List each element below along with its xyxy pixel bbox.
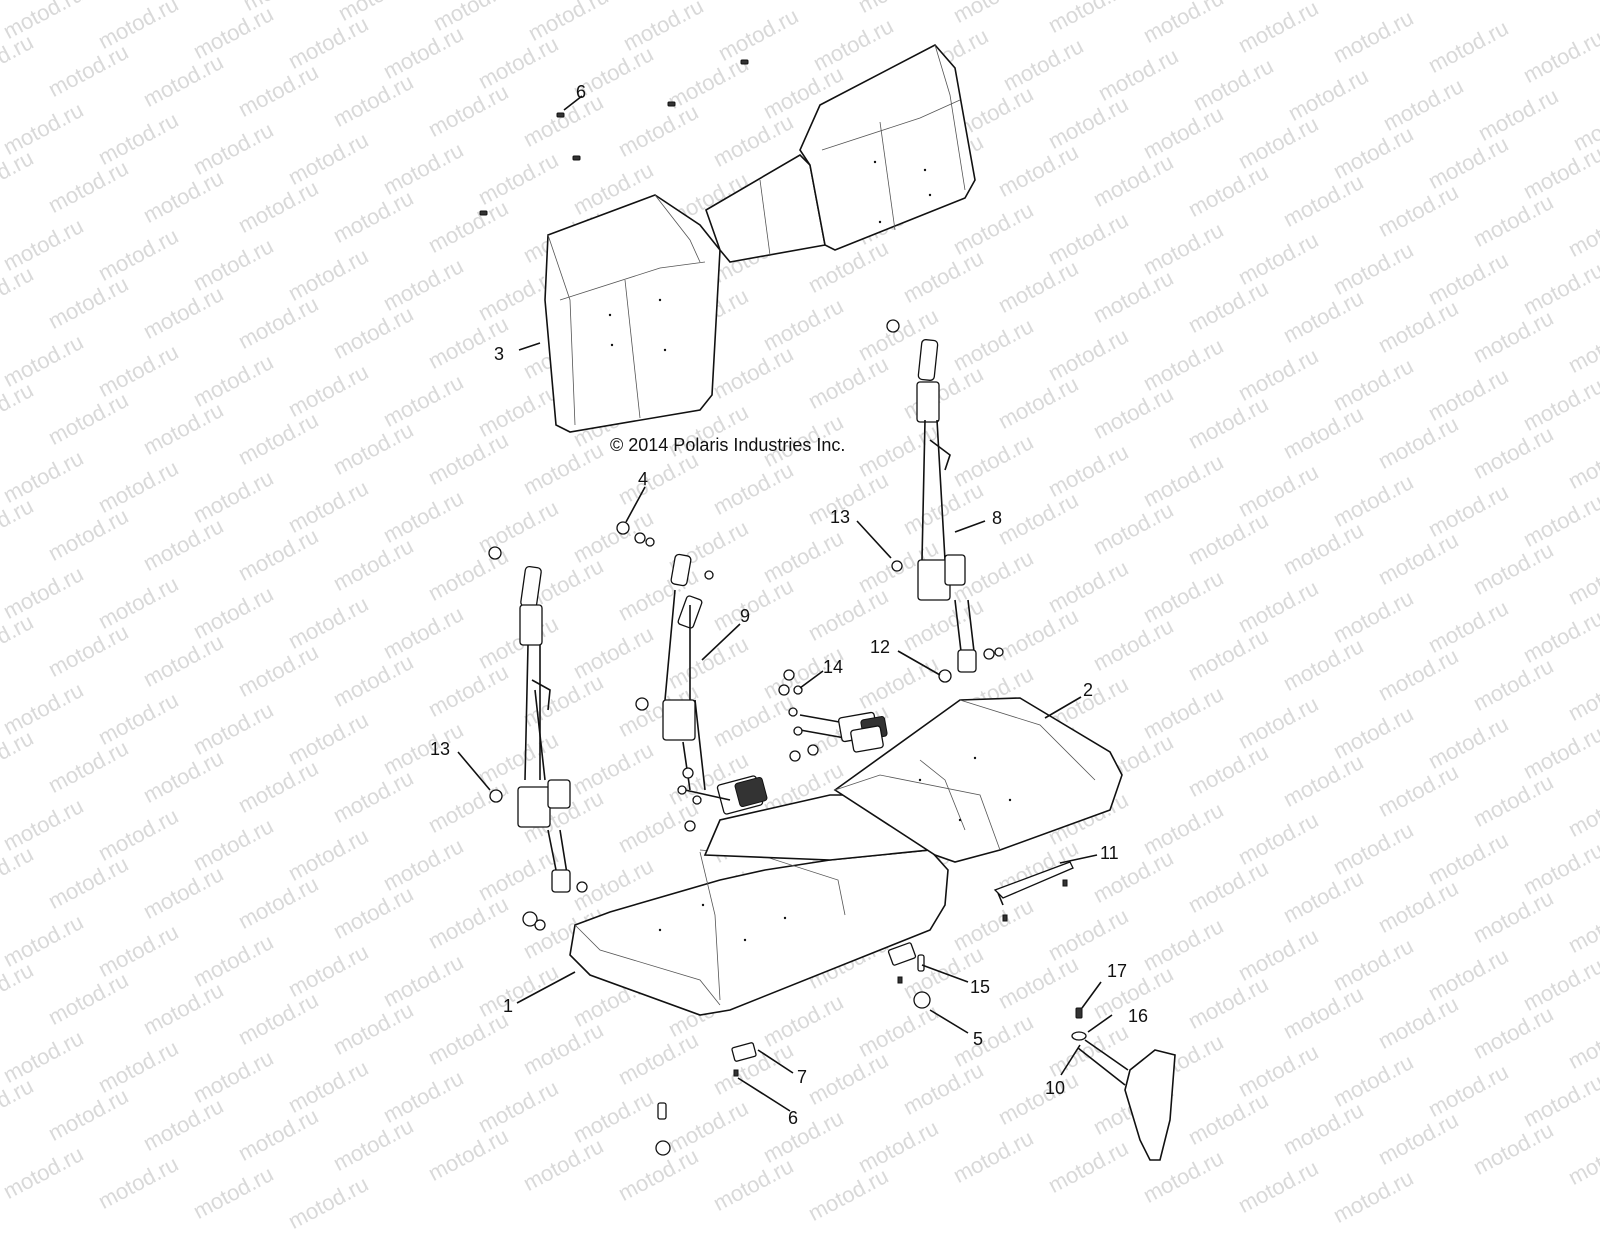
callout-13-right: 13 (830, 507, 850, 527)
copyright-notice: © 2014 Polaris Industries Inc. (610, 435, 845, 455)
seatbelt-left (488, 546, 588, 931)
callout-2: 2 (1083, 680, 1093, 700)
callout-8: 8 (992, 508, 1002, 528)
callout-15: 15 (970, 977, 990, 997)
screw-set-top (479, 59, 749, 216)
diagram-drawing: 6 3 4 13 8 9 12 14 2 13 11 1 15 17 16 5 … (430, 43, 1176, 1161)
callout-6-top: 6 (576, 82, 586, 102)
seatbelt-center (635, 553, 768, 832)
callout-10: 10 (1045, 1078, 1065, 1098)
side-panel (1071, 1007, 1176, 1161)
callout-7: 7 (797, 1067, 807, 1087)
callout-3: 3 (494, 344, 504, 364)
callout-4: 4 (638, 469, 648, 489)
callout-16: 16 (1128, 1006, 1148, 1026)
center-buckles (778, 669, 888, 762)
seat-back (544, 43, 976, 433)
seatbelt-right (886, 319, 1004, 683)
nuts (616, 521, 931, 1156)
callout-1: 1 (503, 996, 513, 1016)
callout-13-left: 13 (430, 739, 450, 759)
callout-9: 9 (740, 606, 750, 626)
callout-11: 11 (1100, 843, 1119, 863)
seat-base (569, 697, 1123, 1016)
callout-17: 17 (1107, 961, 1127, 981)
callout-5: 5 (973, 1029, 983, 1049)
callout-14: 14 (823, 657, 843, 677)
brackets (731, 861, 1074, 1077)
callout-6-bottom: 6 (788, 1108, 798, 1128)
callout-labels: 6 3 4 13 8 9 12 14 2 13 11 1 15 17 16 5 … (430, 82, 1148, 1128)
leader-lines (457, 95, 1113, 1112)
callout-12: 12 (870, 637, 890, 657)
